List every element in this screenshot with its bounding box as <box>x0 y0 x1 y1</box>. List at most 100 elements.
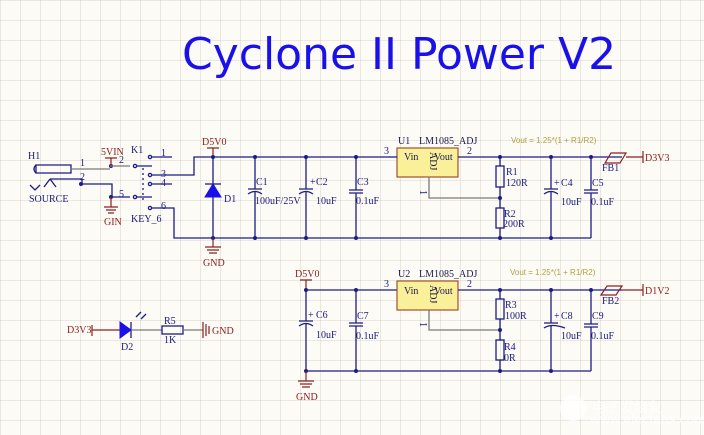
k1-part: KEY_6 <box>131 214 162 225</box>
c2-plates <box>298 188 314 195</box>
c3-value: 0.1uF <box>356 196 380 207</box>
gin-ground-symbol <box>104 197 118 214</box>
resistor-r2: R2 200R <box>495 198 525 240</box>
c1-value: 100uF/25V <box>255 196 301 207</box>
d2-light-arrows <box>135 311 147 320</box>
u1-adj: ADJ <box>427 152 438 170</box>
u1-ref: U1 <box>398 136 410 147</box>
net-d3v3: D3V3 <box>645 153 669 164</box>
wire-rail-top <box>172 156 388 176</box>
led-circuit: D3V3 D2 R5 1K GND <box>67 311 234 353</box>
watermark: 电子发烧友 www.elecfans.com <box>560 395 704 427</box>
c3-ref: C3 <box>357 177 369 188</box>
regulator-u2: 3 U2 LM1085_ADJ Vin ADJ Vout 2 1 <box>384 269 477 327</box>
led-gnd-symbol <box>202 322 210 338</box>
regulator-u1: 3 U1 LM1085_ADJ Vin ADJ Vout 2 1 <box>384 136 477 195</box>
c9-plates <box>584 323 598 328</box>
net-gin: GIN <box>104 217 122 228</box>
net-d5v0-top: D5V0 <box>202 137 226 148</box>
c6-plates <box>298 320 314 327</box>
u1-vin: Vin <box>404 152 418 163</box>
c2-value: 10uF <box>316 196 337 207</box>
r4-body <box>495 339 505 361</box>
watermark-subtext: www.elecfans.com <box>589 411 704 427</box>
c4-plates <box>543 188 559 195</box>
fb1-body <box>603 152 628 164</box>
c4-ref: C4 <box>561 178 573 189</box>
k1-contact <box>132 194 138 200</box>
u2-ref: U2 <box>398 269 410 280</box>
wire-u2-adj <box>428 310 500 331</box>
schematic-title: Cyclone II Power V2 <box>182 29 616 80</box>
capacitor-c9: C9 0.1uF <box>584 288 615 371</box>
junction <box>79 182 83 186</box>
capacitor-c4: + C4 10uF <box>543 155 582 240</box>
fb1-ref: FB1 <box>602 163 619 174</box>
fb1-lead <box>626 151 644 163</box>
resistor-r1: R1 120R <box>495 155 528 198</box>
k1-pin1: 1 <box>161 148 166 159</box>
c7-plates <box>349 322 363 327</box>
r3-body <box>495 298 505 320</box>
c5-ref: C5 <box>592 178 604 189</box>
r3-value: 100R <box>505 311 527 322</box>
k1-pin-leads <box>152 156 172 209</box>
k1-contact <box>147 205 153 211</box>
c1-plates <box>247 188 263 195</box>
u2-vout: Vout <box>434 286 453 297</box>
5vin-port <box>105 157 117 166</box>
d1-symbol <box>204 183 222 198</box>
resistor-r4: R4 0R <box>495 330 516 373</box>
r1-body <box>495 165 505 188</box>
c6-plus: + <box>308 310 314 321</box>
h1-pin2-label: 2 <box>80 172 85 183</box>
u2-body <box>396 280 459 311</box>
wire-gnd-top <box>172 207 388 239</box>
u1-formula-note: Vout = 1.25*(1 + R1/R2) <box>511 136 597 145</box>
junction <box>549 236 553 240</box>
c7-value: 0.1uF <box>356 331 380 342</box>
h1-pin1-label: 1 <box>80 158 85 169</box>
c4-plus: + <box>554 178 560 189</box>
k1-pin5: 5 <box>119 189 124 200</box>
sleeve-contact <box>43 178 83 188</box>
k1-contact <box>147 172 153 178</box>
resistor-r3: R3 100R <box>495 288 527 330</box>
capacitor-c7: C7 0.1uF <box>349 288 380 373</box>
r4-ref: R4 <box>504 342 516 353</box>
junction <box>549 369 553 373</box>
u2-pin-adj: 1 <box>417 322 428 327</box>
u1-body <box>396 147 459 178</box>
r1-value: 120R <box>506 178 528 189</box>
switch-k1: K1 1 2 3 4 5 6 KEY_6 <box>119 145 172 225</box>
junction <box>498 236 502 240</box>
fb2-lead <box>622 284 644 296</box>
r2-ref: R2 <box>504 209 516 220</box>
junction <box>253 236 257 240</box>
gnd-top-symbol <box>205 238 221 254</box>
ferrite-fb2: FB2 D1V2 <box>599 284 669 307</box>
h1-ref: H1 <box>28 151 40 162</box>
net-d5v0-bottom: D5V0 <box>295 269 319 280</box>
c1-ref: C1 <box>256 177 268 188</box>
net-5vin: 5VIN <box>101 147 124 158</box>
junction <box>498 369 502 373</box>
r2-value: 200R <box>503 219 525 230</box>
source-contact <box>29 184 41 191</box>
u2-pin-out: 2 <box>467 279 472 290</box>
source-label: SOURCE <box>29 194 68 205</box>
r5-ref: R5 <box>164 316 176 327</box>
u1-pin-in: 3 <box>384 146 389 157</box>
r5-value: 1K <box>164 335 177 346</box>
r4-value: 0R <box>504 353 516 364</box>
c8-plus: + <box>554 311 560 322</box>
connector-h1: H1 1 2 SOURCE <box>28 151 110 205</box>
wire-u1-adj <box>428 177 500 199</box>
c9-value: 0.1uF <box>591 331 615 342</box>
u1-pin-out: 2 <box>467 146 472 157</box>
u2-formula-note: Vout = 1.25*(1 + R1/R2) <box>510 268 596 277</box>
jack-tip <box>33 164 37 174</box>
c9-ref: C9 <box>592 311 604 322</box>
ferrite-fb1: FB1 D3V3 <box>602 151 669 174</box>
